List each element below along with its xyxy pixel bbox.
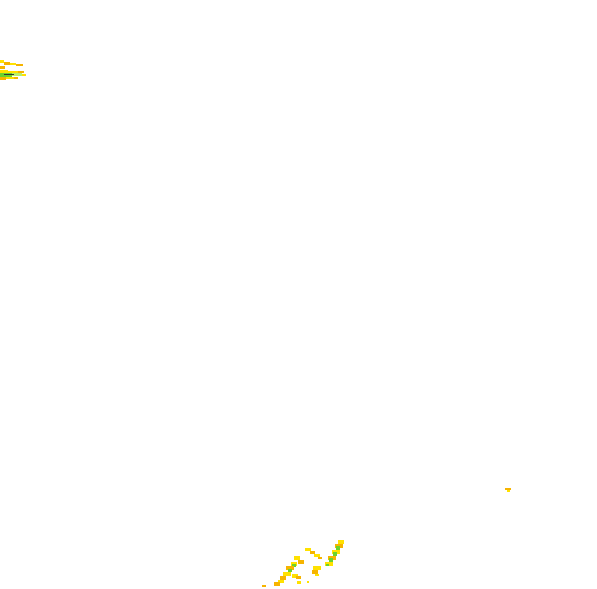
precip-cell: [262, 585, 266, 587]
precip-cell: [505, 488, 511, 490]
precip-core: [4, 74, 14, 75]
precip-cluster-top-left: [0, 60, 26, 80]
precip-cell: [318, 557, 322, 559]
precip-cell: [305, 548, 311, 551]
precip-cell: [14, 77, 18, 79]
precip-cell: [314, 554, 320, 557]
precip-cell: [313, 566, 321, 570]
precip-cell: [0, 66, 5, 69]
precip-cell: [307, 581, 309, 583]
precip-cell: [12, 73, 22, 76]
precip-cell: [326, 564, 329, 566]
precip-cell: [507, 490, 510, 492]
precip-cell: [4, 62, 10, 65]
precip-cell: [0, 77, 6, 80]
precip-cell: [6, 77, 14, 79]
precip-cell: [310, 551, 315, 554]
precip-cell: [8, 71, 18, 73]
precip-cell: [274, 582, 280, 586]
precip-cell: [16, 64, 23, 66]
precip-cell: [333, 552, 337, 556]
precip-cell: [298, 560, 304, 564]
precip-cell: [10, 63, 16, 65]
precip-cell: [297, 581, 301, 584]
precip-cell: [280, 576, 286, 580]
precip-cell: [338, 540, 344, 544]
precip-cluster-bottom: [262, 540, 344, 587]
precip-cell: [286, 566, 294, 570]
precip-cell: [278, 580, 284, 583]
precip-cell: [288, 569, 292, 572]
precip-cell: [294, 556, 300, 560]
precip-cell: [296, 576, 301, 579]
precip-cell: [329, 558, 333, 562]
precip-cell: [292, 564, 296, 567]
precip-cell: [292, 574, 298, 578]
precip-cell: [0, 70, 8, 73]
precip-cell: [18, 71, 24, 73]
precip-cell: [315, 574, 319, 576]
precip-cell: [283, 572, 291, 576]
precip-cell: [312, 570, 318, 574]
precip-cluster-right: [505, 488, 511, 492]
precip-cell: [336, 546, 340, 550]
precip-cell: [0, 60, 4, 63]
precip-cell: [22, 74, 26, 76]
